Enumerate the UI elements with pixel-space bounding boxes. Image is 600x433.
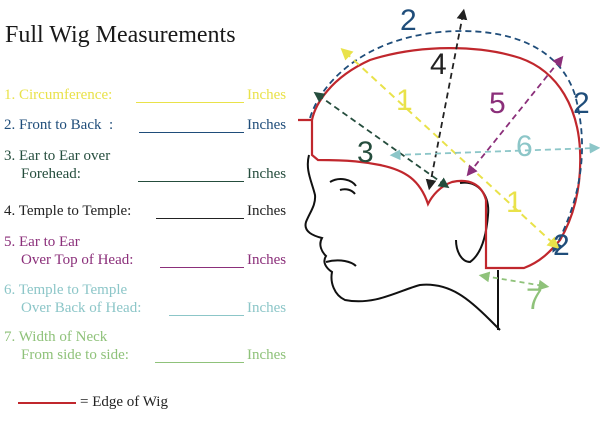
measurement-label-2: Over Back of Head: — [21, 300, 142, 316]
measure-7-line — [478, 271, 550, 291]
diagram-number-1b: 1 — [506, 186, 523, 219]
page-title: Full Wig Measurements — [5, 22, 236, 48]
unit-label: Inches — [247, 300, 287, 316]
measurement-label: 5. Ear to Ear — [4, 234, 80, 250]
measurement-label-2: From side to side: — [21, 347, 129, 363]
measurement-label: 1. Circumference: — [4, 87, 113, 103]
measurement-row-5: 5. Ear to Ear Over Top of Head: — [4, 233, 133, 269]
measurement-label: 7. Width of Neck — [4, 329, 108, 345]
unit-label: Inches — [247, 166, 287, 182]
diagram-number-2a: 2 — [400, 4, 417, 37]
answer-blank[interactable] — [139, 131, 244, 133]
measure-4-line — [425, 8, 468, 191]
measure-3-line — [313, 91, 450, 189]
answer-blank[interactable] — [160, 266, 244, 268]
measurement-row-6: 6. Temple to Temple Over Back of Head: — [4, 281, 141, 317]
answer-blank[interactable] — [138, 180, 244, 182]
unit-label: Inches — [247, 117, 287, 133]
measurement-label: 6. Temple to Temple — [4, 282, 128, 298]
unit-label: Inches — [247, 347, 287, 363]
measurement-row-7: 7. Width of Neck From side to side: — [4, 328, 129, 364]
diagram-number-7: 7 — [526, 283, 543, 316]
answer-blank[interactable] — [155, 361, 244, 363]
diagram-number-1a: 1 — [396, 84, 413, 117]
measurement-row-3: 3. Ear to Ear over Forehead: — [4, 147, 110, 183]
legend: = Edge of Wig — [18, 394, 168, 411]
diagram-number-3: 3 — [357, 136, 374, 169]
unit-label: Inches — [247, 87, 287, 103]
diagram-number-2b: 2 — [573, 87, 590, 120]
diagram-number-2c: 2 — [553, 229, 570, 262]
measurement-row-2: 2. Front to Back : — [4, 116, 113, 134]
unit-label: Inches — [247, 252, 287, 268]
wig-edge-line — [298, 47, 582, 270]
measurement-row-4: 4. Temple to Temple: — [4, 202, 131, 220]
measurement-label: 4. Temple to Temple: — [4, 203, 132, 219]
measure-6-line — [389, 142, 600, 161]
face-eye — [329, 178, 357, 195]
wig-edge-swatch — [18, 401, 76, 404]
answer-blank[interactable] — [156, 217, 244, 219]
measurement-label: 3. Ear to Ear over — [4, 148, 111, 164]
diagram-number-4: 4 — [430, 48, 447, 81]
measurement-row-1: 1. Circumference: — [4, 86, 112, 104]
face-mouth — [325, 259, 357, 267]
unit-label: Inches — [247, 203, 287, 219]
answer-blank[interactable] — [169, 314, 244, 316]
measure-5-line — [466, 55, 564, 177]
measurement-label-2: Over Top of Head: — [21, 252, 134, 268]
diagram-number-6: 6 — [516, 130, 533, 163]
answer-blank[interactable] — [136, 101, 244, 103]
measurement-label-2: Forehead: — [21, 166, 81, 182]
measurement-label: 2. Front to Back : — [4, 117, 114, 133]
legend-label: = Edge of Wig — [80, 394, 168, 410]
diagram-number-5: 5 — [489, 87, 506, 120]
